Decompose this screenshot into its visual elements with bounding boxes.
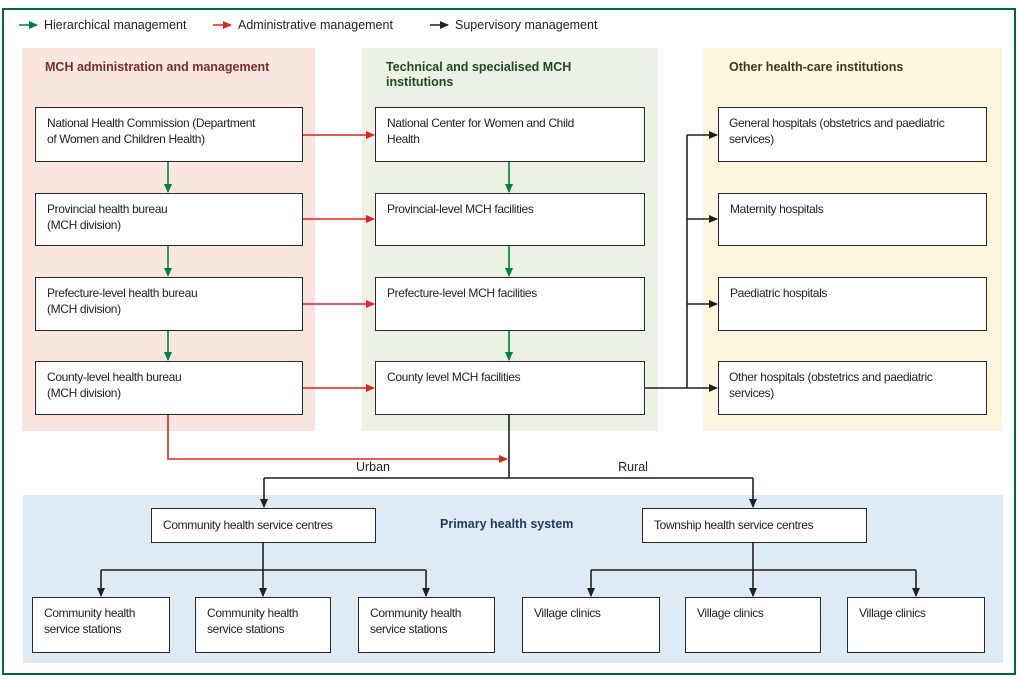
figure-border [2, 8, 1016, 675]
node-maternity-hospitals: Maternity hospitals [718, 193, 987, 246]
node-national-center-women-child: National Center for Women and Child Heal… [375, 107, 645, 162]
legend-administrative-label: Administrative management [238, 18, 393, 32]
node-provincial-mch-facilities: Provincial-level MCH facilities [375, 193, 645, 246]
rural-label: Rural [618, 460, 648, 474]
node-community-station-1: Community health service stations [32, 597, 170, 653]
panel-title-other-institutions: Other health-care institutions [729, 60, 904, 74]
node-other-hospitals: Other hospitals (obstetrics and paediatr… [718, 361, 987, 415]
node-provincial-health-bureau: Provincial health bureau (MCH division) [35, 193, 303, 246]
node-township-health-centres: Township health service centres [642, 508, 867, 543]
node-community-station-3: Community health service stations [358, 597, 495, 653]
node-village-clinic-2: Village clinics [685, 597, 821, 653]
node-village-clinic-3: Village clinics [847, 597, 985, 653]
panel-title-mch-administration: MCH administration and management [45, 60, 270, 74]
node-general-hospitals: General hospitals (obstetrics and paedia… [718, 107, 987, 162]
panel-title-technical-mch: Technical and specialised MCH institutio… [386, 60, 572, 89]
node-national-health-commission: National Health Commission (Department o… [35, 107, 303, 162]
node-community-station-2: Community health service stations [195, 597, 331, 653]
node-paediatric-hospitals: Paediatric hospitals [718, 277, 987, 331]
node-county-mch-facilities: County level MCH facilities [375, 361, 645, 415]
legend-hierarchical-label: Hierarchical management [44, 18, 187, 32]
panel-title-primary-health: Primary health system [440, 517, 574, 531]
node-village-clinic-1: Village clinics [522, 597, 660, 653]
node-prefecture-mch-facilities: Prefecture-level MCH facilities [375, 277, 645, 331]
legend-supervisory-label: Supervisory management [455, 18, 598, 32]
node-community-health-centres: Community health service centres [151, 508, 376, 543]
node-county-health-bureau: County-level health bureau (MCH division… [35, 361, 303, 415]
urban-label: Urban [355, 460, 391, 474]
node-prefecture-health-bureau: Prefecture-level health bureau (MCH divi… [35, 277, 303, 331]
